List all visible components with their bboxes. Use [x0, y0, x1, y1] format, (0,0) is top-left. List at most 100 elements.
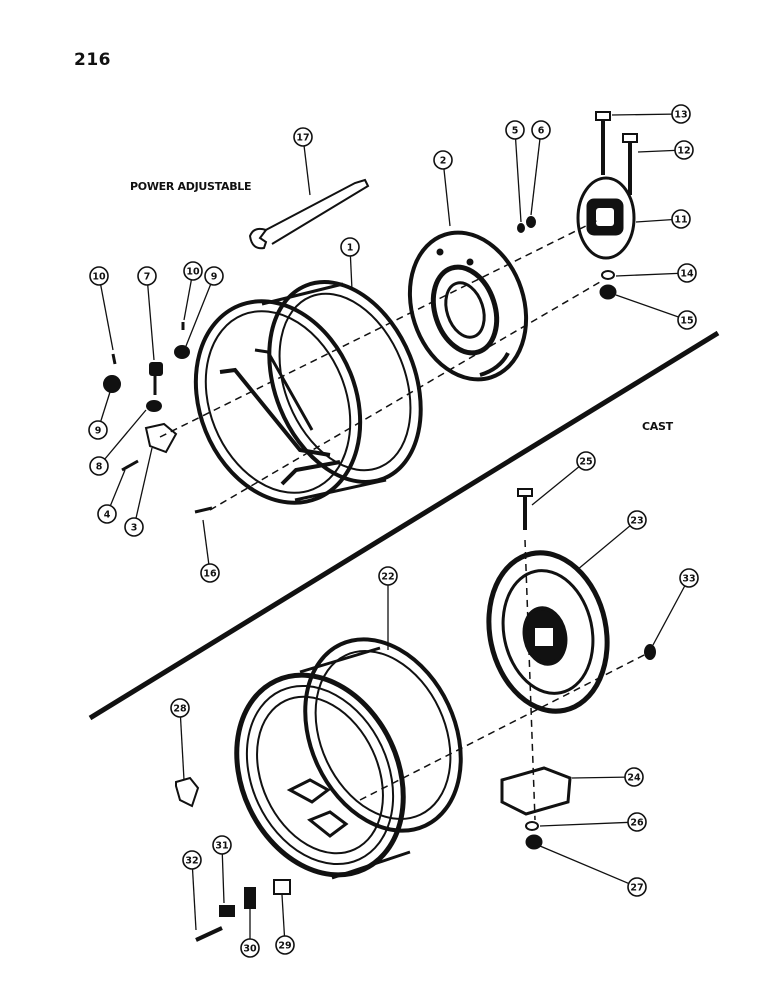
callout-leader	[531, 460, 587, 506]
callout-1: 1	[340, 237, 360, 291]
callout-circle	[627, 510, 647, 530]
callout-circle	[531, 120, 551, 140]
callout-number: 26	[630, 818, 644, 829]
callout-9: 9	[185, 266, 224, 347]
callout-circle	[89, 266, 109, 286]
callout-circle	[505, 120, 525, 140]
callout-leader	[98, 275, 114, 351]
callout-circle	[679, 568, 699, 588]
callout-13: 13	[611, 104, 691, 124]
callout-11: 11	[635, 209, 691, 229]
callout-number: 29	[278, 941, 291, 952]
callout-14: 14	[615, 263, 697, 283]
callout-26: 26	[539, 812, 647, 832]
callout-circle	[89, 456, 109, 476]
callout-leader	[514, 129, 522, 223]
callout-32: 32	[182, 850, 202, 931]
callout-leader	[442, 159, 451, 227]
callout-circle	[240, 938, 260, 958]
callout-10: 10	[89, 266, 114, 351]
callout-number: 23	[630, 516, 643, 527]
section-divider	[88, 330, 720, 721]
callout-31: 31	[212, 835, 232, 904]
callout-leader	[615, 272, 688, 277]
callout-number: 27	[630, 883, 643, 894]
callout-8: 8	[89, 409, 147, 476]
callout-leader	[191, 859, 197, 931]
callout-circle	[212, 835, 232, 855]
callout-leader	[179, 707, 185, 781]
callout-7: 7	[137, 266, 157, 361]
callout-15: 15	[615, 294, 697, 330]
callout-leader	[615, 294, 688, 321]
callout-circle	[671, 209, 691, 229]
callout-leader	[530, 129, 542, 216]
cast-center	[486, 488, 656, 850]
callout-12: 12	[637, 140, 694, 160]
callout-16: 16	[200, 519, 220, 583]
callout-leader	[652, 577, 690, 646]
callout-circle	[124, 517, 144, 537]
callout-leader	[611, 113, 682, 116]
callout-number: 1	[347, 243, 354, 254]
section-label-cast: CAST	[642, 420, 673, 433]
callout-leader	[539, 845, 638, 888]
callout-9: 9	[88, 391, 111, 440]
callout-circle	[671, 104, 691, 124]
alignment-lines	[159, 218, 651, 821]
callout-4: 4	[97, 469, 126, 524]
callout-number: 3	[131, 523, 138, 534]
callout-circle	[677, 263, 697, 283]
callout-circle	[627, 877, 647, 897]
callout-leader	[146, 275, 155, 361]
callout-5: 5	[505, 120, 525, 223]
section-label-power-adjustable: POWER ADJUSTABLE	[130, 180, 252, 193]
callout-number: 32	[185, 856, 198, 867]
callout-number: 11	[674, 215, 687, 226]
callout-number: 14	[680, 269, 694, 280]
callout-number: 28	[173, 704, 187, 715]
callout-circle	[183, 261, 203, 281]
callout-circle	[170, 698, 190, 718]
callout-number: 2	[440, 156, 447, 167]
callout-3: 3	[124, 447, 153, 537]
callout-circle	[378, 566, 398, 586]
callout-circle	[137, 266, 157, 286]
callout-22: 22	[378, 566, 398, 650]
callout-25: 25	[531, 451, 596, 506]
callout-circle	[627, 812, 647, 832]
callout-circle	[293, 127, 313, 147]
callout-circle	[576, 451, 596, 471]
callout-number: 6	[538, 126, 545, 137]
callout-leader	[571, 776, 635, 779]
callout-circle	[204, 266, 224, 286]
callout-circle	[624, 767, 644, 787]
rim-power-adjustable	[193, 280, 423, 505]
lower-hardware	[175, 776, 291, 942]
callout-23: 23	[576, 510, 647, 571]
callout-number: 9	[95, 426, 102, 437]
rim-cast	[234, 637, 463, 880]
hub-assembly	[576, 111, 638, 300]
callout-number: 13	[674, 110, 687, 121]
callout-6: 6	[530, 120, 551, 216]
callout-number: 15	[680, 316, 693, 327]
callout-number: 31	[215, 841, 228, 852]
callout-30: 30	[240, 908, 260, 958]
callout-leader	[576, 519, 638, 571]
callout-28: 28	[170, 698, 190, 781]
callout-number: 7	[144, 272, 151, 283]
callout-number: 4	[104, 510, 111, 521]
page-number: 216	[74, 50, 111, 70]
callout-circle	[677, 310, 697, 330]
callout-number: 22	[381, 572, 394, 583]
callout-number: 33	[682, 574, 695, 585]
callout-number: 8	[96, 462, 103, 473]
callout-circle	[275, 935, 295, 955]
callout-leader	[539, 821, 638, 827]
callout-29: 29	[275, 894, 295, 955]
callout-number: 17	[296, 133, 309, 144]
